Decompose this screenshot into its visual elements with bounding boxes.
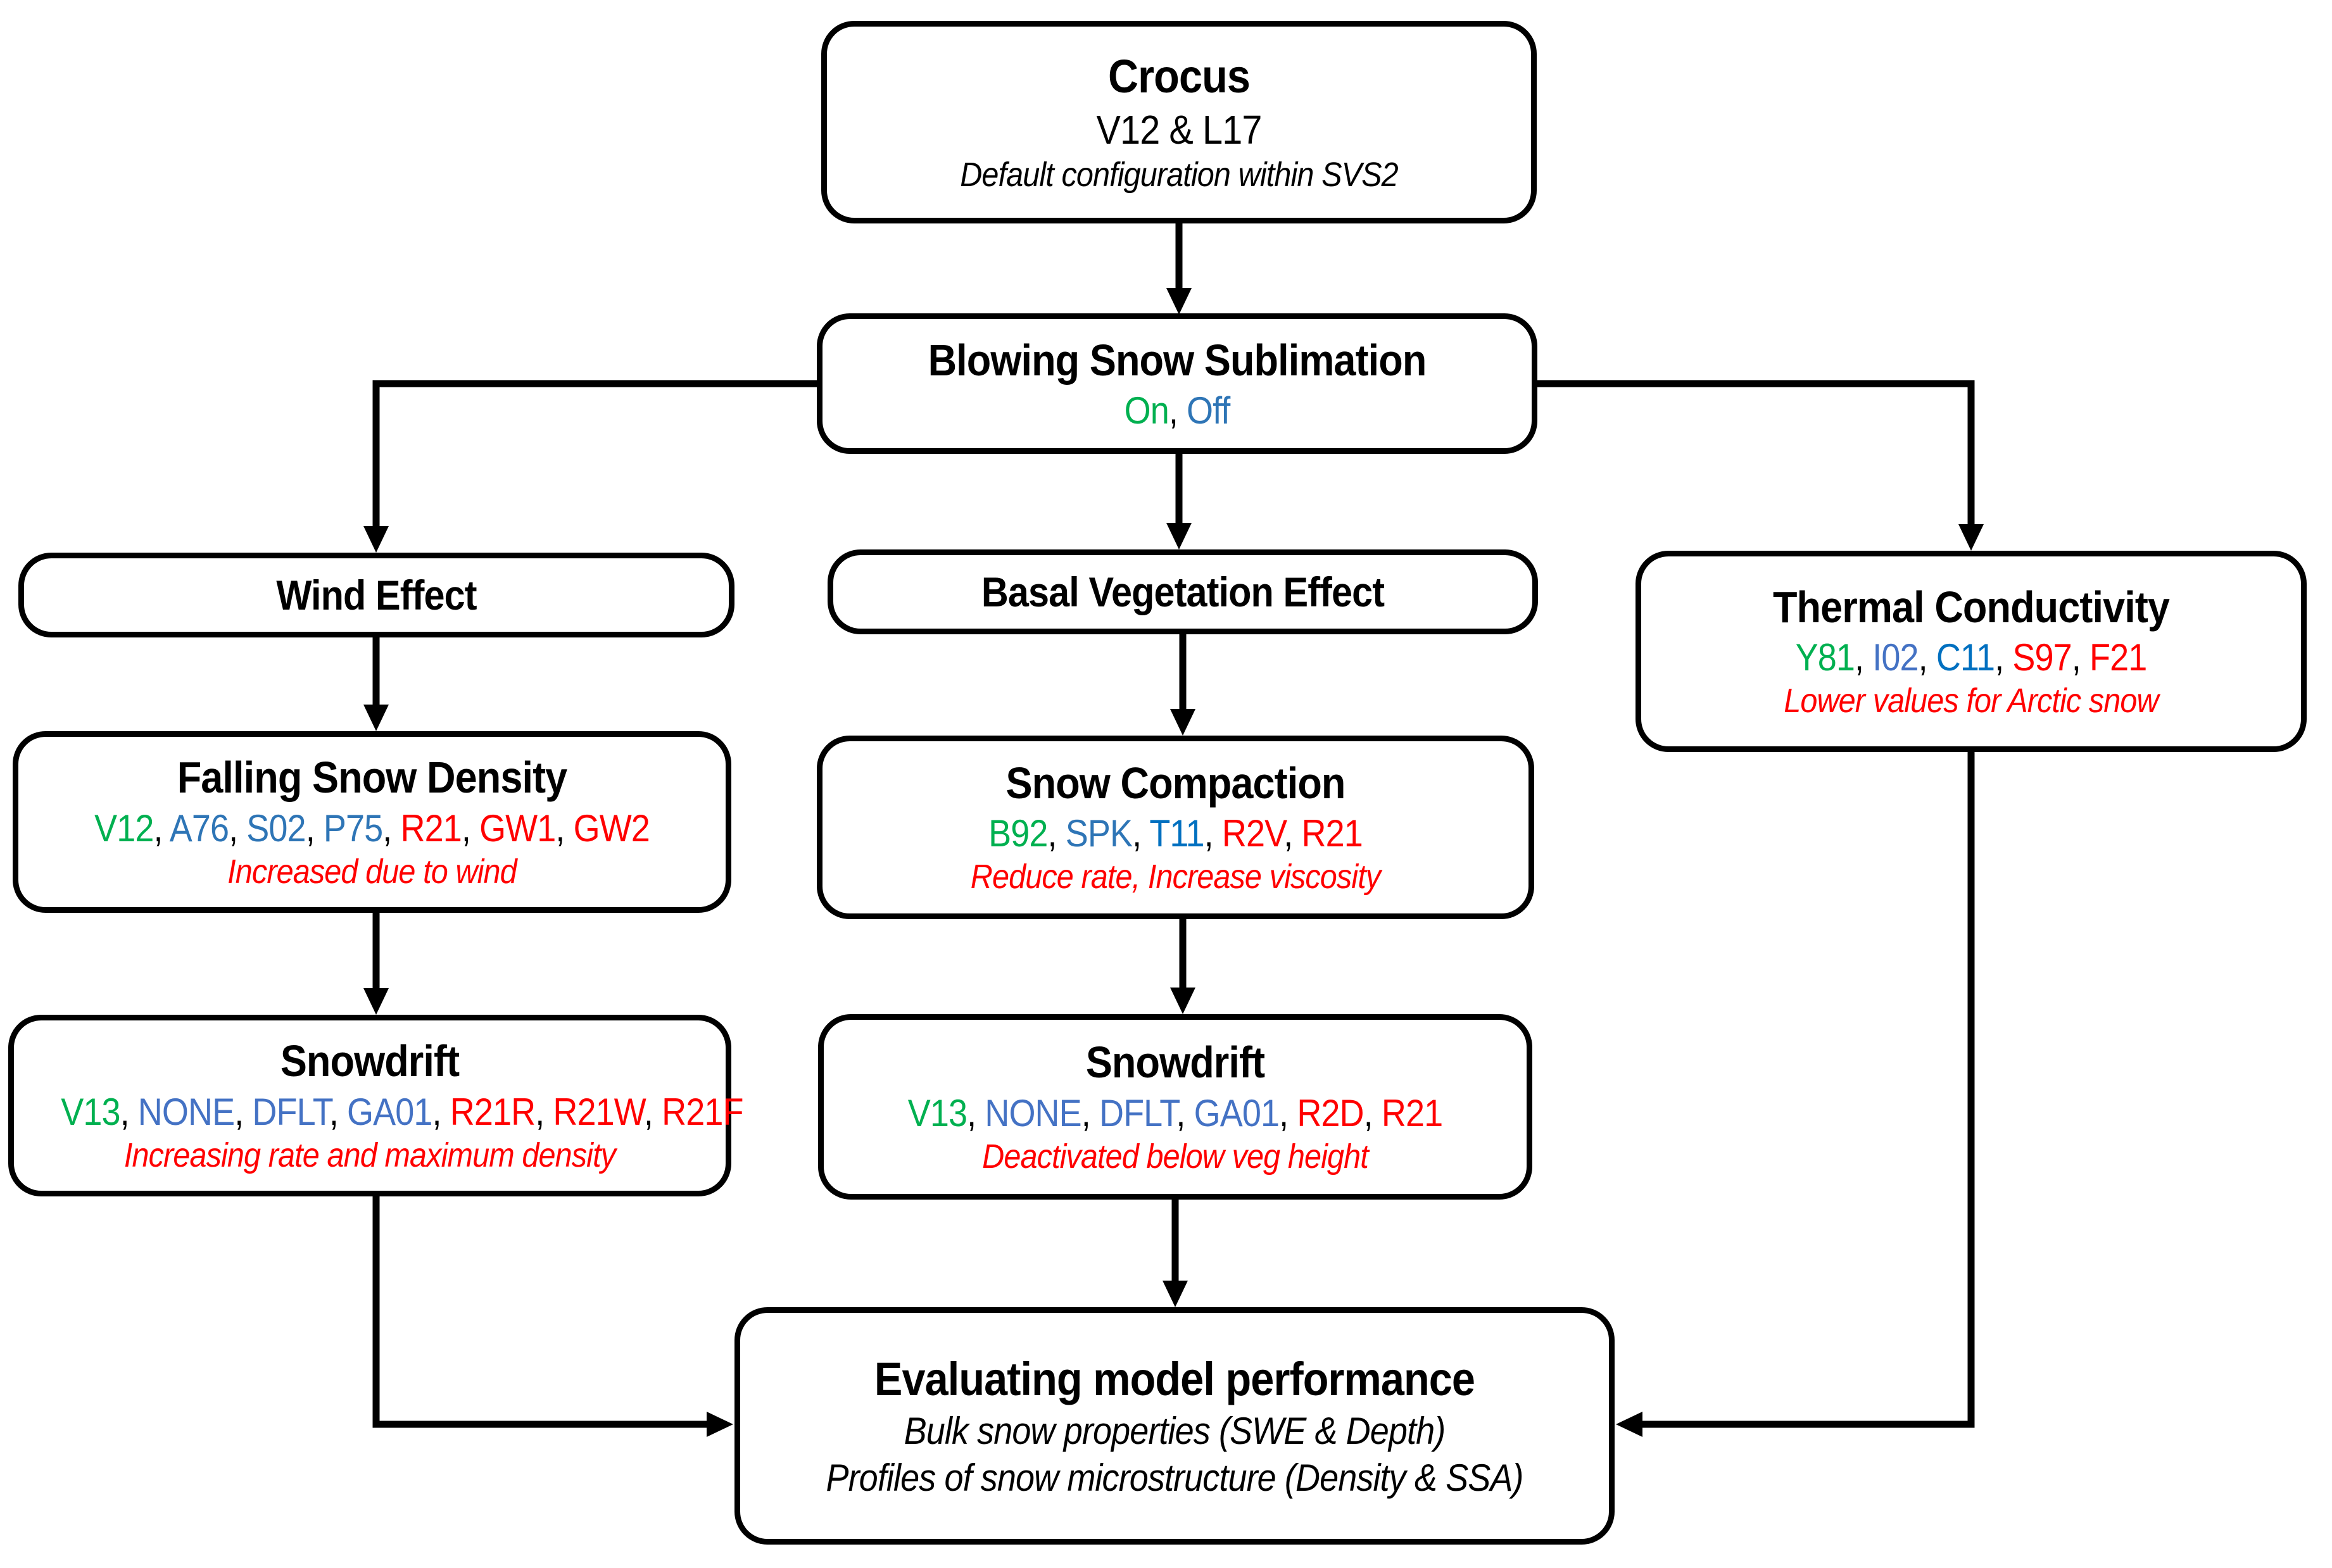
evaluation-caption-bulk: Bulk snow properties (SWE & Depth): [904, 1410, 1446, 1453]
crocus-subtitle: V12 & L17: [1096, 107, 1263, 153]
arrowhead-crocus-to-blowing: [1166, 288, 1192, 315]
arrow-snowdrift-left-to-evaluation: [372, 1196, 709, 1428]
node-evaluating-model-performance: Evaluating model performance Bulk snow p…: [734, 1307, 1615, 1545]
falling-snow-density-caption: Increased due to wind: [227, 852, 517, 891]
snowdrift-veg-options: V13, NONE, DFLT, GA01, R2D, R21: [907, 1091, 1443, 1134]
node-crocus: Crocus V12 & L17 Default configuration w…: [821, 21, 1537, 223]
node-snowdrift-veg-branch: Snowdrift V13, NONE, DFLT, GA01, R2D, R2…: [818, 1014, 1532, 1200]
node-snowdrift-wind-branch: Snowdrift V13, NONE, DFLT, GA01, R21R, R…: [8, 1015, 743, 1196]
arrow-thermal-to-evaluation: [1641, 752, 1975, 1428]
crocus-caption: Default configuration within SVS2: [960, 156, 1399, 194]
arrowhead-blowing-to-thermal: [1958, 524, 1984, 551]
falling-snow-density-title: Falling Snow Density: [177, 753, 567, 803]
thermal-title: Thermal Conductivity: [1772, 582, 2170, 632]
snow-compaction-caption: Reduce rate, Increase viscosity: [970, 858, 1381, 896]
arrowhead-wind-to-fsd: [363, 705, 389, 731]
arrowhead-snowdrift-left-to-evaluation: [707, 1412, 733, 1437]
evaluation-caption-profiles: Profiles of snow microstructure (Density…: [826, 1456, 1523, 1499]
node-wind-effect: Wind Effect: [18, 553, 734, 637]
blowing-title: Blowing Snow Sublimation: [928, 335, 1427, 385]
arrowhead-snowdrift-to-evaluation: [1163, 1281, 1188, 1307]
arrowhead-basal-to-compaction: [1170, 709, 1195, 736]
arrow-blowing-to-wind: [372, 380, 817, 528]
snowdrift-veg-caption: Deactivated below veg height: [982, 1137, 1369, 1176]
arrowhead-blowing-to-basal: [1166, 523, 1192, 549]
arrow-blowing-to-thermal: [1537, 380, 1975, 526]
node-thermal-conductivity: Thermal Conductivity Y81, I02, C11, S97,…: [1636, 551, 2307, 752]
arrowhead-fsd-to-snowdrift: [363, 988, 389, 1015]
snowdrift-wind-caption: Increasing rate and maximum density: [123, 1136, 616, 1174]
thermal-options: Y81, I02, C11, S97, F21: [1795, 636, 2148, 679]
thermal-caption: Lower values for Arctic snow: [1784, 682, 2159, 720]
node-snow-compaction: Snow Compaction B92, SPK, T11, R2V, R21 …: [817, 736, 1534, 919]
crocus-title: Crocus: [1107, 49, 1251, 103]
basal-vegetation-title: Basal Vegetation Effect: [981, 568, 1385, 615]
arrowhead-blowing-to-wind: [363, 526, 389, 553]
snowdrift-wind-options: V13, NONE, DFLT, GA01, R21R, R21W, R21F: [61, 1090, 743, 1133]
snowdrift-wind-title: Snowdrift: [280, 1036, 460, 1086]
falling-snow-density-options: V12, A76, S02, P75, R21, GW1, GW2: [94, 806, 650, 850]
arrowhead-thermal-to-evaluation: [1616, 1412, 1642, 1437]
snow-compaction-options: B92, SPK, T11, R2V, R21: [988, 812, 1363, 855]
node-falling-snow-density: Falling Snow Density V12, A76, S02, P75,…: [13, 731, 731, 913]
evaluation-title: Evaluating model performance: [874, 1353, 1475, 1406]
snowdrift-veg-title: Snowdrift: [1085, 1038, 1265, 1088]
wind-effect-title: Wind Effect: [276, 571, 477, 618]
blowing-options: On, Off: [1124, 389, 1231, 432]
node-blowing-snow-sublimation: Blowing Snow Sublimation On, Off: [817, 313, 1537, 454]
node-basal-vegetation-effect: Basal Vegetation Effect: [828, 549, 1538, 634]
snow-compaction-title: Snow Compaction: [1005, 758, 1346, 808]
arrowhead-compaction-to-snowdrift: [1170, 988, 1195, 1014]
